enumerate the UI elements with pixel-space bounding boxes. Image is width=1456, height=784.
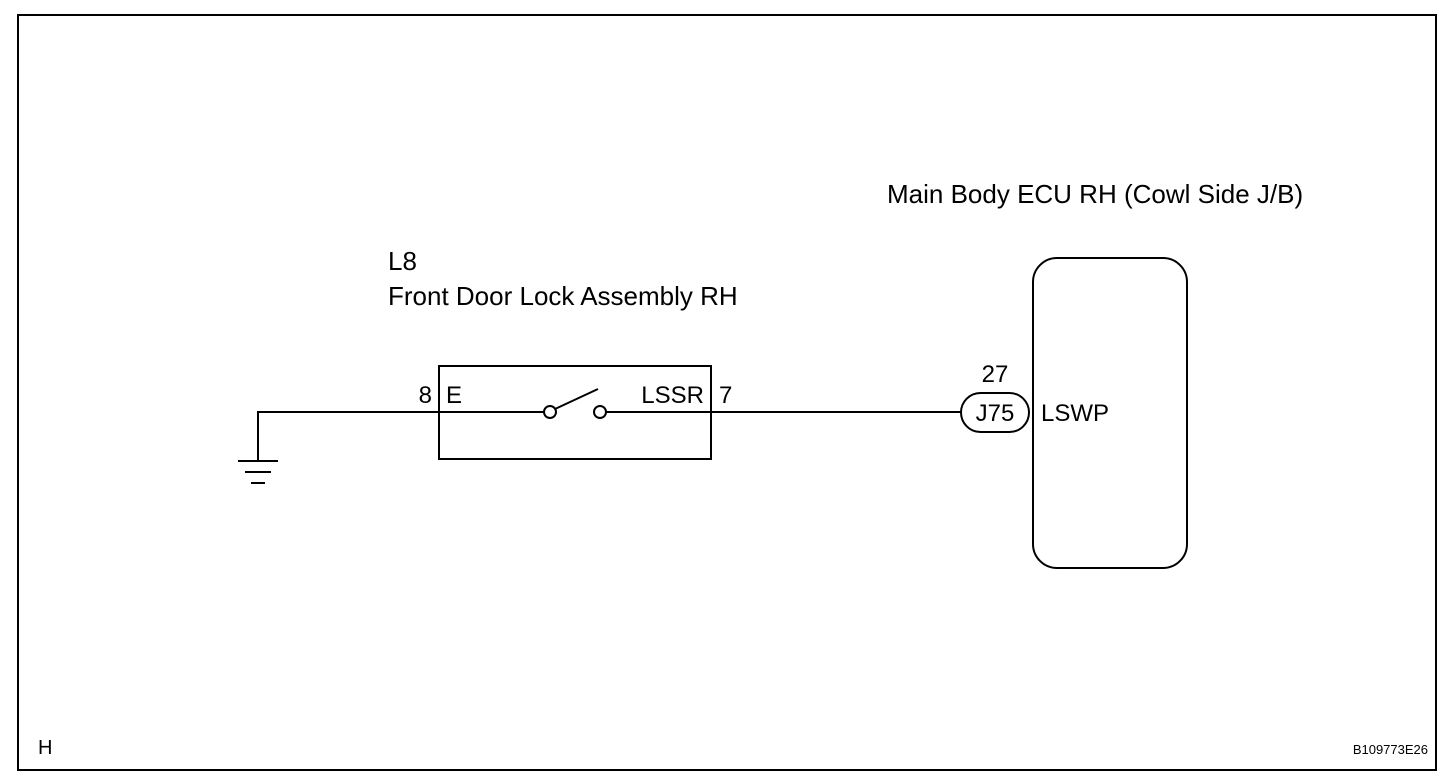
corner-letter: H bbox=[38, 737, 52, 759]
pin-right-number: 7 bbox=[719, 382, 732, 409]
ecu-terminal-name: LSWP bbox=[1041, 400, 1109, 427]
pin-left-name: E bbox=[446, 382, 462, 409]
ecu-box bbox=[1032, 257, 1188, 569]
connector-oval bbox=[960, 392, 1030, 433]
figure-code: B109773E26 bbox=[1353, 742, 1428, 757]
connector-pin-number: 27 bbox=[982, 361, 1009, 388]
pin-right-name: LSSR bbox=[641, 382, 704, 409]
connector-code: J75 bbox=[976, 400, 1015, 427]
switch-component-name: Front Door Lock Assembly RH bbox=[388, 281, 738, 311]
ecu-name: Main Body ECU RH (Cowl Side J/B) bbox=[887, 179, 1303, 209]
switch-component-code: L8 bbox=[388, 246, 417, 276]
switch-icon bbox=[439, 388, 711, 419]
pin-left-number: 8 bbox=[419, 382, 432, 409]
diagram-frame bbox=[17, 14, 1437, 771]
ground-icon bbox=[238, 411, 438, 484]
